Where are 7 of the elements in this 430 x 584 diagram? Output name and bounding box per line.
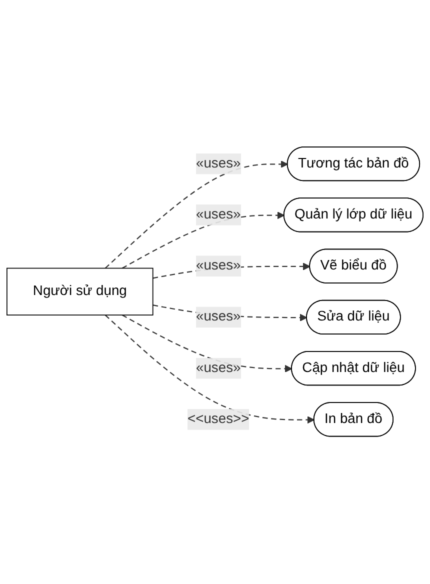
node-box: Người sử dụng [6, 268, 154, 316]
edge-label: «uses» [196, 310, 241, 324]
edge-label: «uses» [196, 258, 241, 274]
edge-label: «uses» [196, 360, 241, 376]
edge-label: <<uses>> [188, 412, 250, 427]
edge-label: «uses» [196, 156, 241, 172]
edge-label: «uses» [196, 208, 241, 222]
